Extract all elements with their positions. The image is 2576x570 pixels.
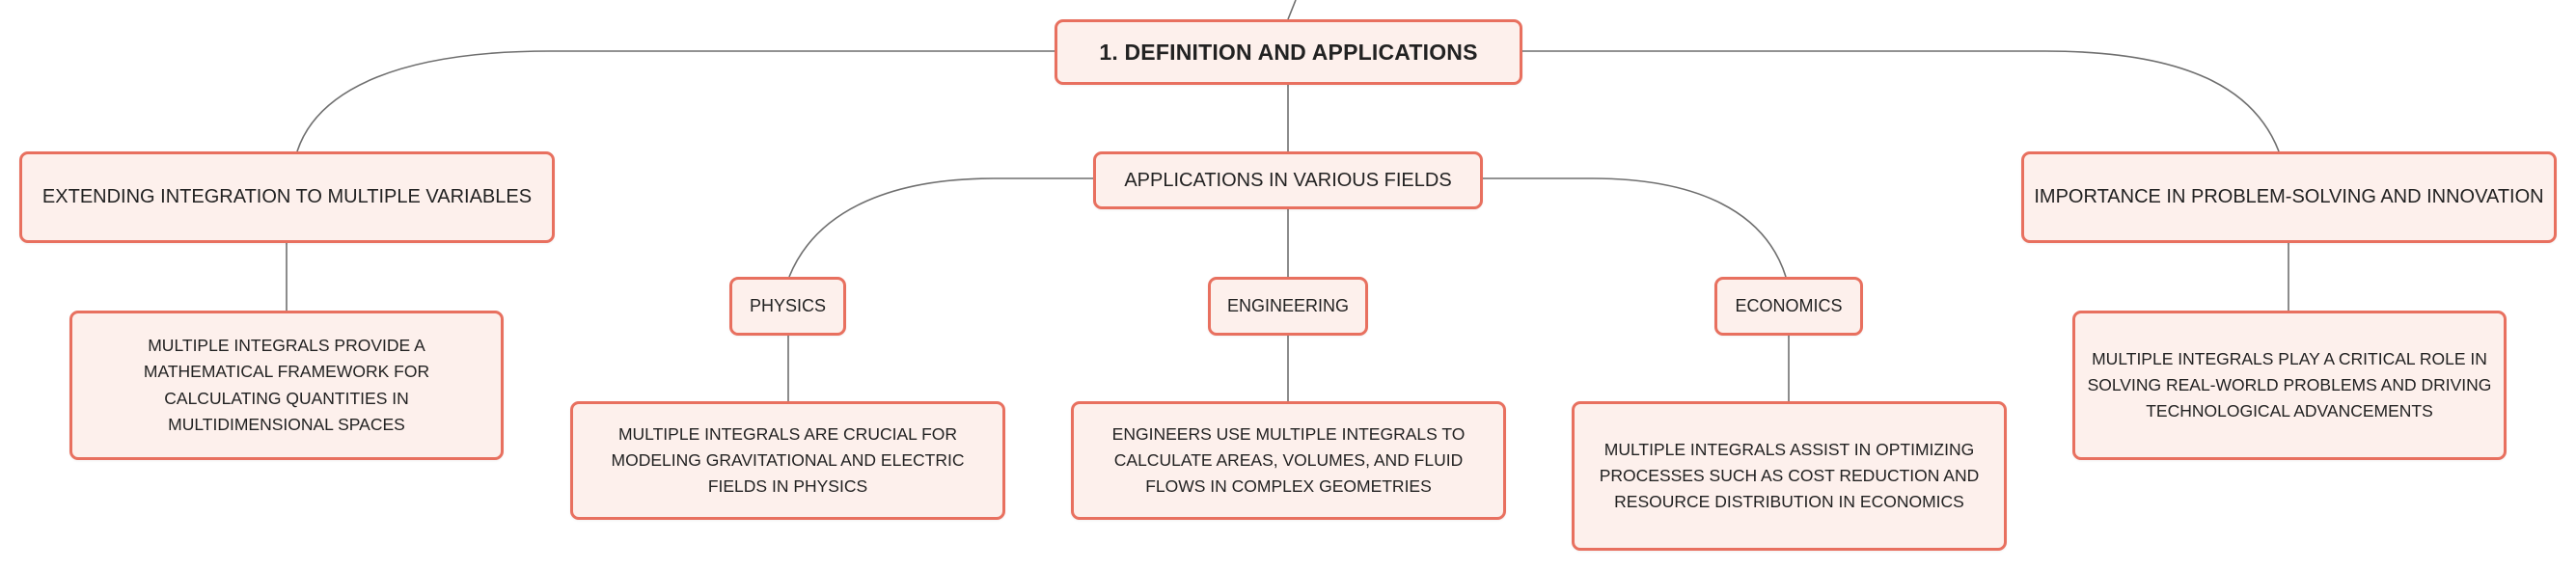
branch-node-applications[interactable]: APPLICATIONS IN VARIOUS FIELDS: [1093, 151, 1483, 209]
branch-node-label: EXTENDING INTEGRATION TO MULTIPLE VARIAB…: [41, 186, 533, 207]
detail-node-text: MULTIPLE INTEGRALS ASSIST IN OPTIMIZING …: [1599, 439, 1980, 512]
branch-node-label: IMPORTANCE IN PROBLEM-SOLVING AND INNOVA…: [2034, 186, 2544, 207]
sub-node-label: ECONOMICS: [1735, 296, 1843, 315]
sub-node-physics[interactable]: PHYSICS: [729, 277, 846, 336]
detail-node-importance[interactable]: MULTIPLE INTEGRALS PLAY A CRITICAL ROLE …: [2072, 311, 2507, 460]
detail-node-text: ENGINEERS USE MULTIPLE INTEGRALS TO CALC…: [1111, 423, 1466, 497]
connector-center-to-economics: [1483, 177, 1787, 278]
branch-node-extending-integration[interactable]: EXTENDING INTEGRATION TO MULTIPLE VARIAB…: [19, 151, 555, 243]
sub-node-economics[interactable]: ECONOMICS: [1714, 277, 1863, 336]
connector-center-to-physics: [788, 177, 1093, 278]
detail-node-text: MULTIPLE INTEGRALS PLAY A CRITICAL ROLE …: [2087, 348, 2492, 421]
sub-node-label: PHYSICS: [749, 296, 827, 315]
sub-node-label: ENGINEERING: [1226, 296, 1350, 315]
detail-node-text: MULTIPLE INTEGRALS PROVIDE A MATHEMATICA…: [143, 336, 430, 434]
connector-root-to-right-branch: [1522, 50, 2280, 152]
root-node[interactable]: 1. DEFINITION AND APPLICATIONS: [1055, 19, 1522, 85]
detail-node-extending-integration[interactable]: MULTIPLE INTEGRALS PROVIDE A MATHEMATICA…: [69, 311, 504, 460]
sub-node-engineering[interactable]: ENGINEERING: [1208, 277, 1368, 336]
detail-node-text: MULTIPLE INTEGRALS ARE CRUCIAL FOR MODEL…: [611, 423, 965, 497]
detail-node-engineering[interactable]: ENGINEERS USE MULTIPLE INTEGRALS TO CALC…: [1071, 401, 1506, 520]
detail-node-physics[interactable]: MULTIPLE INTEGRALS ARE CRUCIAL FOR MODEL…: [570, 401, 1005, 520]
connector-root-to-left-branch: [296, 50, 1055, 152]
branch-node-importance[interactable]: IMPORTANCE IN PROBLEM-SOLVING AND INNOVA…: [2021, 151, 2557, 243]
detail-node-economics[interactable]: MULTIPLE INTEGRALS ASSIST IN OPTIMIZING …: [1572, 401, 2007, 551]
connector-parent-to-root: [1287, 0, 1297, 20]
root-node-label: 1. DEFINITION AND APPLICATIONS: [1099, 39, 1478, 65]
branch-node-label: APPLICATIONS IN VARIOUS FIELDS: [1124, 169, 1452, 191]
